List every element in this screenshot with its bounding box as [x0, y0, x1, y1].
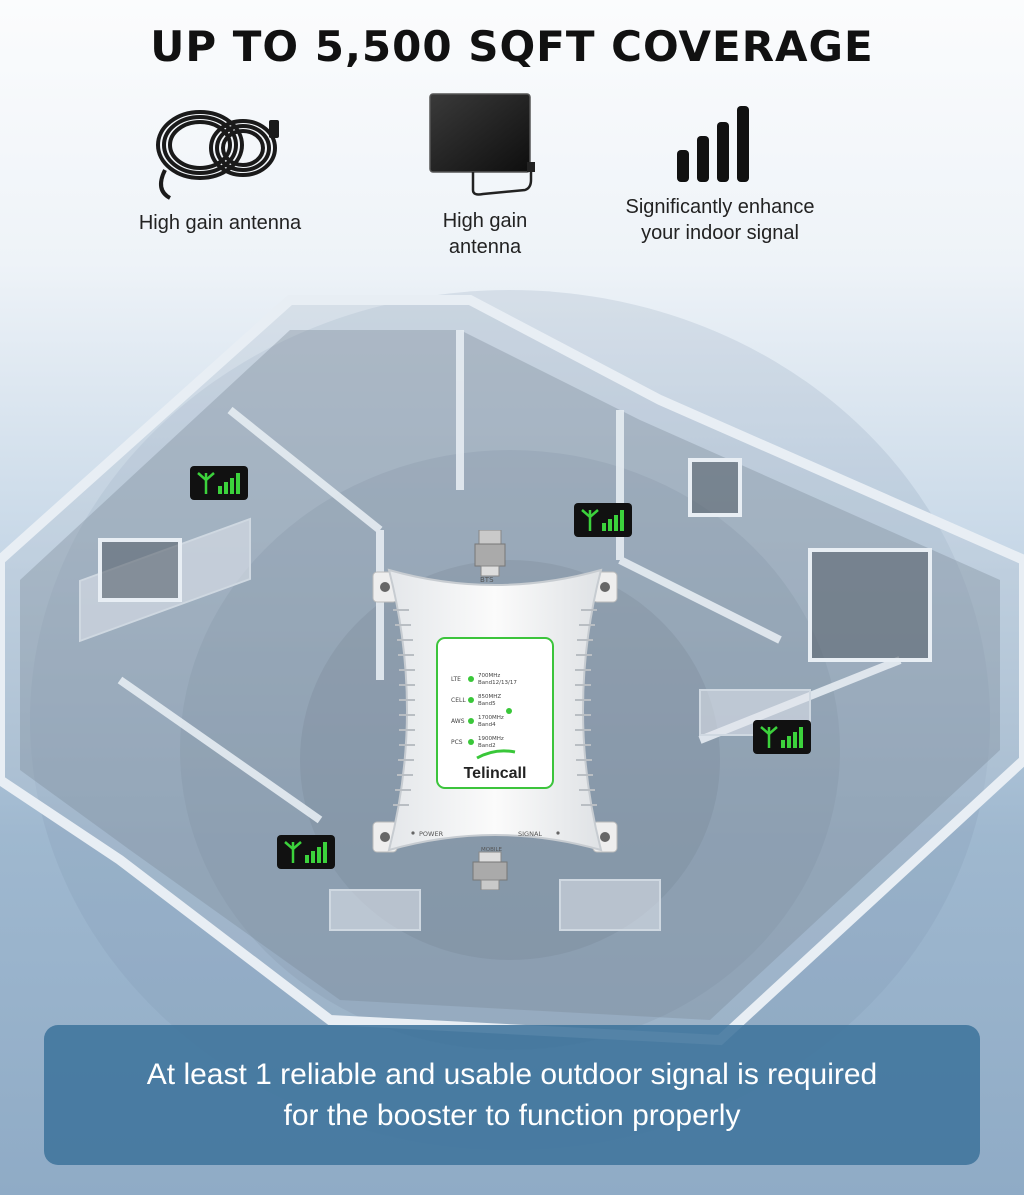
band-freq: 1700MHz — [478, 715, 504, 721]
page-title: UP TO 5,500 SQFT COVERAGE — [150, 22, 874, 71]
feature-panel-antenna: High gain antenna — [395, 92, 575, 260]
signal-led — [506, 708, 512, 714]
brand-name: Telincall — [464, 765, 527, 782]
band-number: Band4 — [478, 722, 496, 728]
panel-antenna-icon — [429, 93, 535, 196]
band-led — [468, 697, 474, 703]
feature-cable: High gain antenna — [110, 100, 330, 236]
mobile-connector-icon — [472, 851, 508, 890]
signal-booster-device: BTS LTE 700MHz Band12/13/17 CELL 850MHZ … — [372, 530, 618, 890]
signal-antenna-icon — [753, 720, 811, 754]
power-label: POWER — [419, 830, 444, 838]
feature-label-line2: antenna — [448, 236, 522, 258]
bts-port-label: BTS — [480, 576, 494, 584]
feature-label-line2: your indoor signal — [641, 222, 799, 244]
signal-antenna-icon — [190, 466, 248, 500]
band-name: PCS — [451, 739, 463, 746]
notice-line-1: At least 1 reliable and usable outdoor s… — [146, 1058, 878, 1091]
band-freq: 850MHZ — [478, 694, 501, 700]
signal-label: SIGNAL — [518, 830, 542, 838]
band-number: Band2 — [478, 743, 496, 749]
signal-antenna-icon — [277, 835, 335, 869]
band-freq: 1900MHz — [478, 736, 504, 742]
band-led — [468, 739, 474, 745]
signal-antenna-icon — [574, 503, 632, 537]
band-freq: 700MHz — [478, 673, 500, 679]
cable-coil-icon — [156, 110, 279, 200]
bts-connector-icon — [474, 530, 506, 577]
signal-bars-icon — [677, 106, 749, 182]
feature-label-line1: Significantly enhance — [625, 196, 815, 218]
brand-logo-swoosh — [476, 749, 516, 760]
feature-label-line1: High gain — [442, 210, 528, 232]
band-led — [468, 718, 474, 724]
notice-line-2: for the booster to function properly — [283, 1099, 741, 1132]
band-led — [468, 676, 474, 682]
notice-banner: At least 1 reliable and usable outdoor s… — [44, 1025, 980, 1165]
band-name: LTE — [451, 676, 461, 683]
mobile-port-label: MOBILE — [481, 847, 503, 853]
feature-signal: Significantly enhance your indoor signal — [600, 102, 840, 246]
band-number: Band5 — [478, 701, 496, 707]
band-name: CELL — [451, 697, 466, 704]
band-name: AWS — [451, 718, 465, 725]
feature-label: High gain antenna — [138, 212, 302, 234]
band-number: Band12/13/17 — [478, 680, 517, 686]
